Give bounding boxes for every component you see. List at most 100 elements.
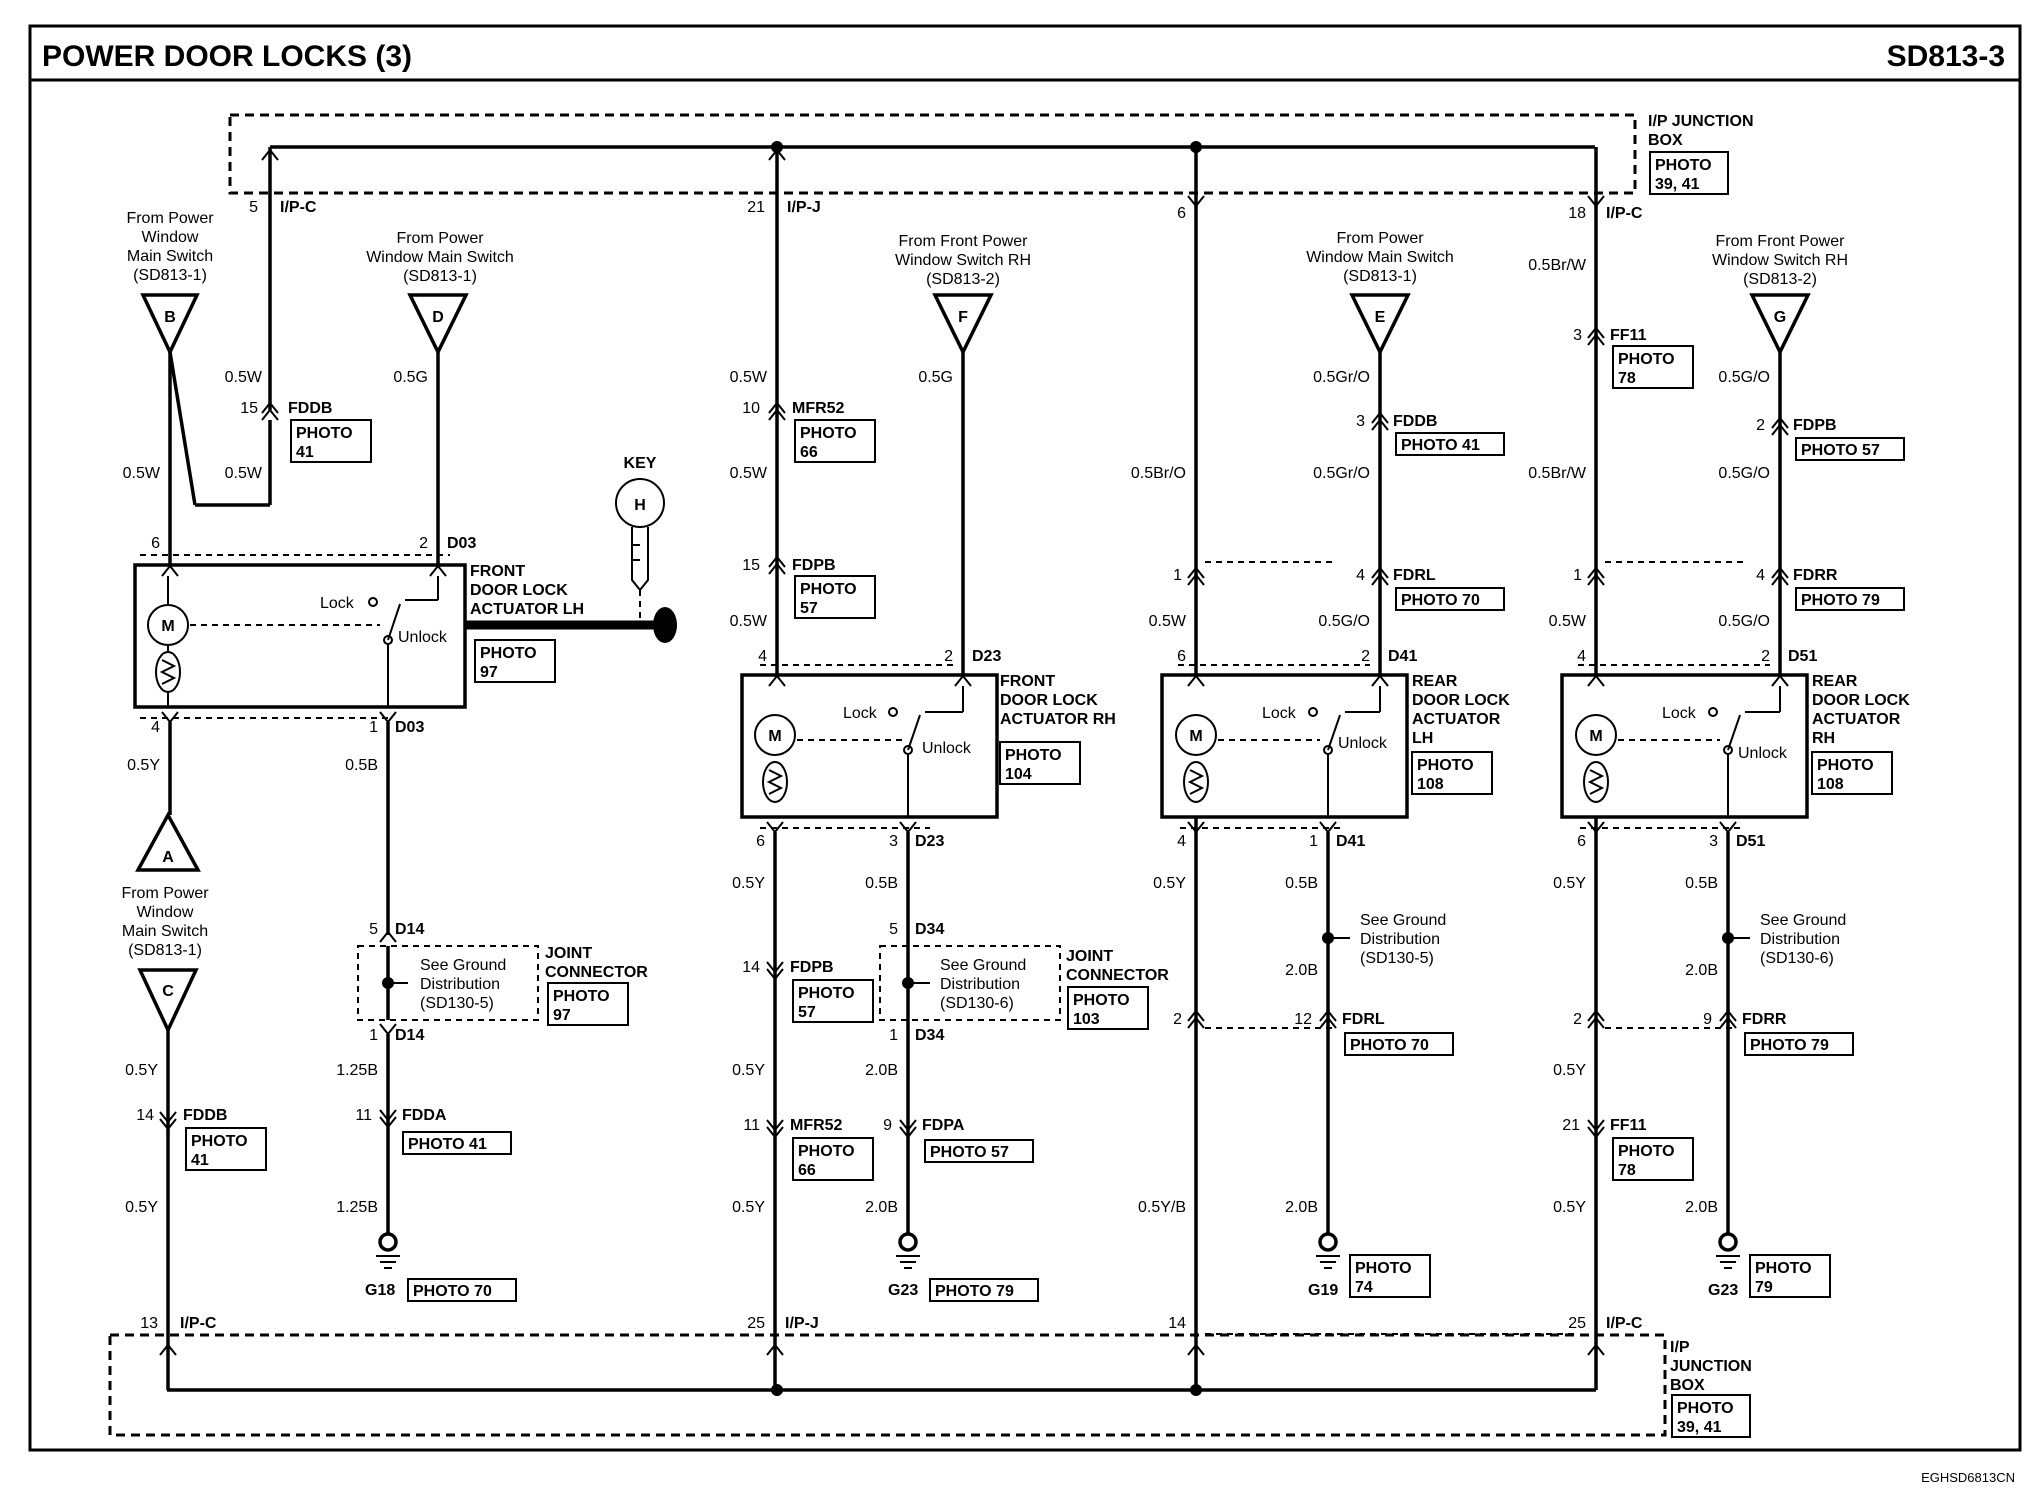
svg-text:FDDA: FDDA	[402, 1107, 447, 1124]
svg-text:0.5Y: 0.5Y	[1553, 1199, 1586, 1216]
svg-text:(SD130-5): (SD130-5)	[1360, 950, 1434, 967]
svg-text:0.5Y: 0.5Y	[732, 1062, 765, 1079]
svg-text:(SD813-1): (SD813-1)	[403, 268, 477, 285]
svg-text:A: A	[162, 849, 174, 866]
svg-text:D03: D03	[447, 535, 476, 552]
svg-text:PHOTO 70: PHOTO 70	[1401, 592, 1480, 609]
svg-text:DOOR LOCK: DOOR LOCK	[1812, 692, 1910, 709]
svg-text:LH: LH	[1412, 730, 1433, 747]
svg-text:3: 3	[1709, 833, 1718, 850]
rear-door-lh-circuit: 6 0.5Br/O 1 0.5W 6 From Power Window Mai…	[1131, 147, 1575, 1390]
svg-text:1: 1	[369, 719, 378, 736]
svg-text:M: M	[161, 618, 174, 635]
svg-text:5: 5	[889, 921, 898, 938]
svg-text:PHOTO: PHOTO	[800, 425, 857, 442]
svg-text:From Power: From Power	[396, 230, 484, 247]
svg-text:DOOR LOCK: DOOR LOCK	[1000, 692, 1098, 709]
footer-code: EGHSD6813CN	[1921, 1470, 2015, 1485]
svg-text:See Ground: See Ground	[940, 957, 1026, 974]
svg-text:0.5Y: 0.5Y	[1553, 875, 1586, 892]
svg-text:108: 108	[1817, 776, 1844, 793]
junction-box-top: I/P JUNCTION BOX PHOTO 39, 41	[228, 113, 1754, 195]
svg-text:I/P-C: I/P-C	[180, 1315, 217, 1332]
svg-text:F: F	[958, 309, 968, 326]
svg-text:78: 78	[1618, 370, 1636, 387]
front-door-rh-circuit: 21 I/P-J 0.5W 10 MFR52 PHOTO 66 0.5W 15 …	[730, 147, 1169, 1390]
svg-text:PHOTO 70: PHOTO 70	[1350, 1037, 1429, 1054]
svg-text:See Ground: See Ground	[420, 957, 506, 974]
svg-text:PHOTO: PHOTO	[296, 425, 353, 442]
svg-text:PHOTO 41: PHOTO 41	[1401, 437, 1480, 454]
svg-text:M: M	[1589, 728, 1602, 745]
svg-text:Distribution: Distribution	[940, 976, 1020, 993]
svg-text:1.25B: 1.25B	[336, 1199, 378, 1216]
svg-text:D51: D51	[1788, 648, 1817, 665]
svg-text:PHOTO: PHOTO	[1005, 747, 1062, 764]
svg-text:6: 6	[1177, 205, 1186, 222]
svg-text:ACTUATOR LH: ACTUATOR LH	[470, 601, 584, 618]
svg-text:15: 15	[240, 400, 258, 417]
svg-text:2.0B: 2.0B	[865, 1199, 898, 1216]
svg-text:1: 1	[1309, 833, 1318, 850]
svg-text:0.5W: 0.5W	[730, 465, 768, 482]
svg-text:0.5Y: 0.5Y	[125, 1062, 158, 1079]
svg-text:FRONT: FRONT	[470, 563, 525, 580]
svg-text:0.5W: 0.5W	[123, 465, 161, 482]
svg-text:Lock: Lock	[1662, 705, 1697, 722]
svg-text:M: M	[1189, 728, 1202, 745]
svg-text:Lock: Lock	[320, 595, 355, 612]
svg-text:(SD813-1): (SD813-1)	[128, 942, 202, 959]
svg-text:12: 12	[1294, 1011, 1312, 1028]
svg-text:6: 6	[1177, 648, 1186, 665]
svg-text:108: 108	[1417, 776, 1444, 793]
svg-text:FRONT: FRONT	[1000, 673, 1055, 690]
svg-text:4: 4	[1577, 648, 1586, 665]
svg-text:18: 18	[1568, 205, 1586, 222]
svg-text:D51: D51	[1736, 833, 1765, 850]
svg-text:D14: D14	[395, 1027, 424, 1044]
svg-text:PHOTO 41: PHOTO 41	[408, 1136, 487, 1153]
svg-text:D03: D03	[395, 719, 424, 736]
svg-text:C: C	[162, 983, 174, 1000]
svg-text:Unlock: Unlock	[1338, 735, 1388, 752]
svg-text:I/P-J: I/P-J	[787, 199, 821, 216]
svg-text:See Ground: See Ground	[1360, 912, 1446, 929]
svg-text:Window Switch RH: Window Switch RH	[895, 252, 1031, 269]
svg-text:From Front Power: From Front Power	[899, 233, 1029, 250]
svg-text:PHOTO: PHOTO	[800, 581, 857, 598]
svg-text:39, 41: 39, 41	[1655, 176, 1700, 193]
svg-text:G: G	[1774, 309, 1786, 326]
svg-text:13: 13	[140, 1315, 158, 1332]
svg-text:1: 1	[1573, 567, 1582, 584]
svg-text:57: 57	[798, 1004, 816, 1021]
svg-text:79: 79	[1755, 1279, 1773, 1296]
svg-text:0.5Y/B: 0.5Y/B	[1138, 1199, 1186, 1216]
svg-text:D14: D14	[395, 921, 424, 938]
svg-text:21: 21	[747, 199, 765, 216]
svg-text:3: 3	[1356, 413, 1365, 430]
svg-text:0.5B: 0.5B	[1685, 875, 1718, 892]
svg-text:0.5W: 0.5W	[730, 369, 768, 386]
svg-text:14: 14	[742, 959, 760, 976]
svg-text:57: 57	[800, 600, 818, 617]
svg-text:JUNCTION: JUNCTION	[1670, 1358, 1752, 1375]
svg-text:Window Main Switch: Window Main Switch	[1306, 249, 1454, 266]
svg-text:41: 41	[191, 1152, 209, 1169]
svg-text:9: 9	[1703, 1011, 1712, 1028]
svg-text:PHOTO 79: PHOTO 79	[935, 1283, 1014, 1300]
svg-text:39, 41: 39, 41	[1677, 1419, 1722, 1436]
svg-text:0.5G: 0.5G	[918, 369, 953, 386]
svg-text:0.5W: 0.5W	[225, 369, 263, 386]
svg-text:FF11: FF11	[1610, 327, 1647, 344]
svg-text:JOINT: JOINT	[545, 945, 592, 962]
svg-text:2: 2	[1361, 648, 1370, 665]
svg-text:0.5G/O: 0.5G/O	[1718, 369, 1770, 386]
svg-text:Unlock: Unlock	[1738, 745, 1788, 762]
svg-text:0.5W: 0.5W	[1549, 613, 1587, 630]
svg-text:97: 97	[553, 1007, 571, 1024]
svg-text:D34: D34	[915, 921, 944, 938]
svg-text:0.5Gr/O: 0.5Gr/O	[1313, 465, 1370, 482]
diagram-frame	[28, 24, 2022, 1452]
svg-text:41: 41	[296, 444, 314, 461]
svg-text:0.5B: 0.5B	[1285, 875, 1318, 892]
